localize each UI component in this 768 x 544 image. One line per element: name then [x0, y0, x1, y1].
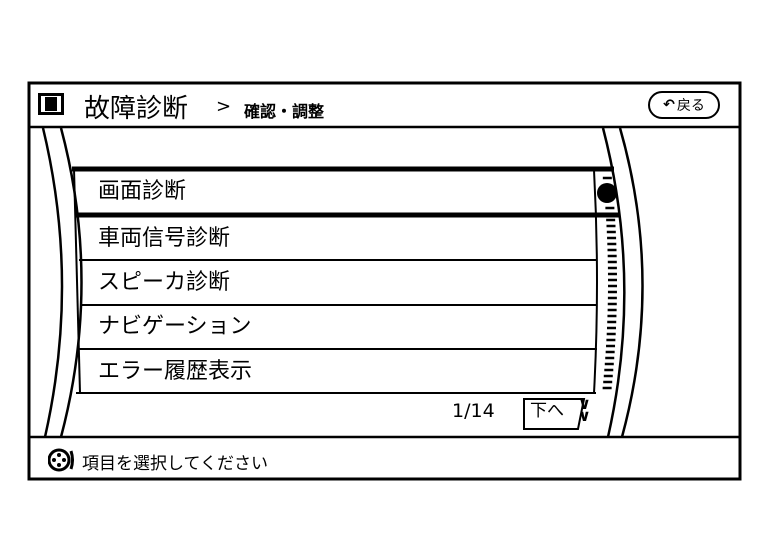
menu-item-speaker-diagnosis[interactable]: スピーカ診断: [98, 270, 231, 295]
page-indicator: 1/14: [452, 400, 495, 422]
page-down-button[interactable]: 下へ: [530, 401, 564, 421]
page-title: 故障診断: [84, 94, 189, 124]
info-icon: [38, 93, 64, 115]
scroll-thumb-icon: [597, 183, 617, 203]
back-arrow-icon: ↶: [663, 97, 675, 113]
scrollbar[interactable]: [593, 169, 617, 394]
menu-item-vehicle-signal-diagnosis[interactable]: 車両信号診断: [98, 226, 231, 251]
menu-item-screen-diagnosis[interactable]: 画面診断: [98, 179, 187, 204]
breadcrumb-separator: >: [216, 96, 232, 117]
back-button[interactable]: ↶ 戻る: [648, 91, 720, 119]
status-message: 項目を選択してください: [82, 454, 268, 474]
joystick-icon: [48, 448, 74, 472]
menu-item-error-history[interactable]: エラー履歴表示: [98, 359, 253, 384]
breadcrumb: 確認・調整: [244, 102, 325, 121]
back-label: 戻る: [676, 98, 705, 114]
menu-item-navigation[interactable]: ナビゲーション: [98, 314, 252, 339]
double-chevron-down-icon[interactable]: ∨∨: [578, 394, 591, 425]
